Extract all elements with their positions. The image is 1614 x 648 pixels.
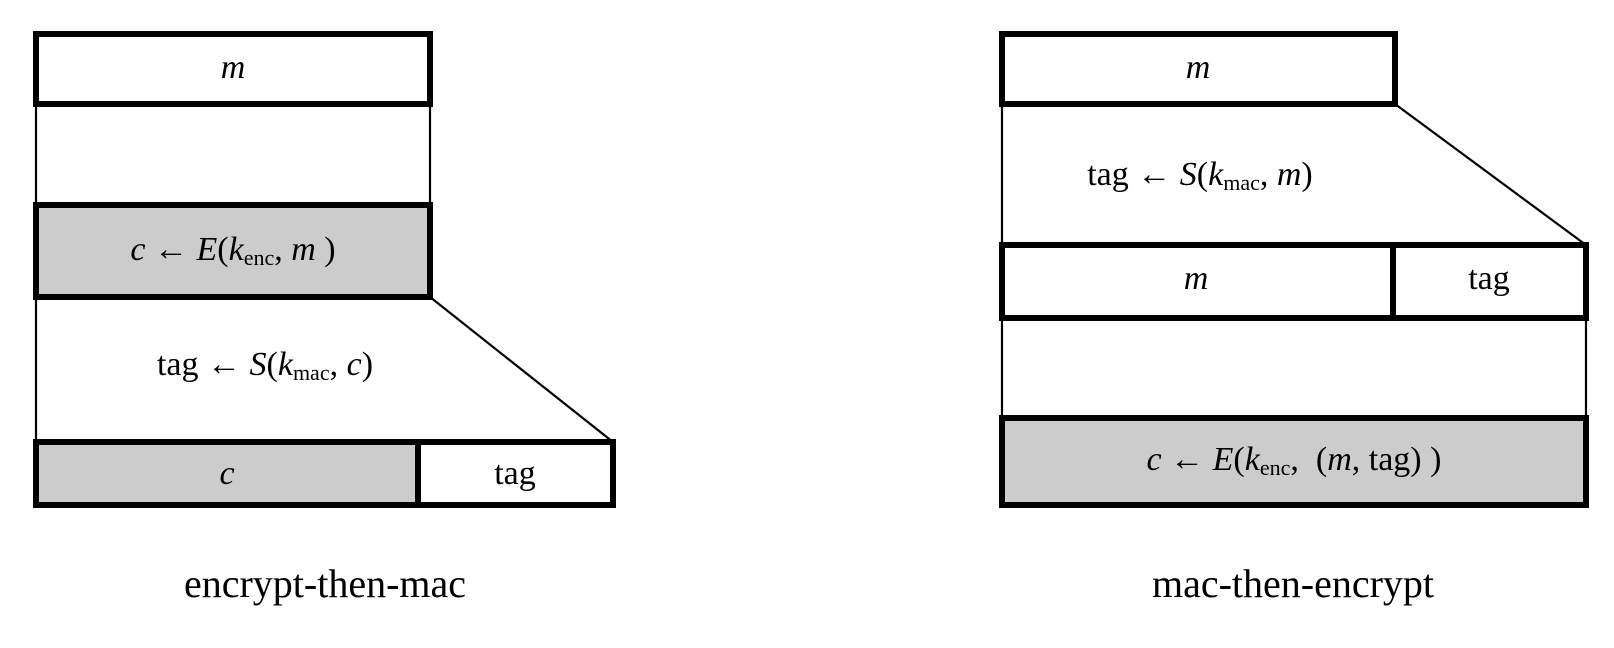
mte-encrypt-fill <box>1002 418 1586 505</box>
mte-encrypt-formula: c ← E(kenc, (m, tag) ) <box>1147 441 1442 480</box>
etm-message-fill <box>36 34 430 104</box>
etm-caption: encrypt-then-mac <box>184 561 466 606</box>
mte-mtbar-tag-label: tag <box>1468 260 1510 297</box>
mte-message-outline <box>999 31 1398 107</box>
mte-mtbar-outline <box>999 242 1589 321</box>
mte-message-label: m <box>1186 49 1211 86</box>
etm-tag-label: tag <box>494 455 536 492</box>
etm-encrypt-formula: c ← E(kenc, m ) <box>130 231 335 270</box>
mte-mtbar-message-label: m <box>1184 260 1209 297</box>
etm-encrypt-outline <box>33 202 433 300</box>
etm-output-bar: c tag <box>33 439 616 508</box>
diagram-encrypt-then-mac: m c ← E(kenc, m ) tag ← S(kmac, c) c tag… <box>33 31 616 606</box>
etm-encrypt-box: c ← E(kenc, m ) <box>33 202 433 300</box>
mte-mac-formula: tag ← S(kmac, m) <box>1087 156 1313 195</box>
etm-output-outline <box>33 439 616 508</box>
mte-mtbar-tag-fill <box>1393 245 1586 318</box>
etm-message-label: m <box>221 49 246 86</box>
mte-caption: mac-then-encrypt <box>1152 561 1434 606</box>
mte-encrypt-outline <box>999 415 1589 508</box>
etm-encrypt-fill <box>36 205 430 297</box>
mte-mtbar-message-fill <box>1002 245 1393 318</box>
etm-message-box: m <box>33 31 433 107</box>
diagram-mac-then-encrypt: m tag ← S(kmac, m) m tag c ← E(kenc, (m,… <box>999 31 1589 606</box>
mte-mac-box: tag ← S(kmac, m) <box>1087 156 1313 195</box>
mte-message-box: m <box>999 31 1398 107</box>
etm-message-outline <box>33 31 433 107</box>
mte-message-fill <box>1002 34 1395 104</box>
etm-ciphertext-fill <box>36 442 418 505</box>
etm-mac-formula: tag ← S(kmac, c) <box>157 346 373 385</box>
etm-ciphertext-label: c <box>219 455 234 492</box>
etm-diagonal-connector <box>429 296 614 443</box>
mte-encrypt-box: c ← E(kenc, (m, tag) ) <box>999 415 1589 508</box>
etm-mac-box: tag ← S(kmac, c) <box>157 346 373 385</box>
mte-message-tag-bar: m tag <box>999 242 1589 321</box>
mte-diagonal-connector <box>1394 103 1587 246</box>
etm-tag-fill <box>418 442 613 505</box>
